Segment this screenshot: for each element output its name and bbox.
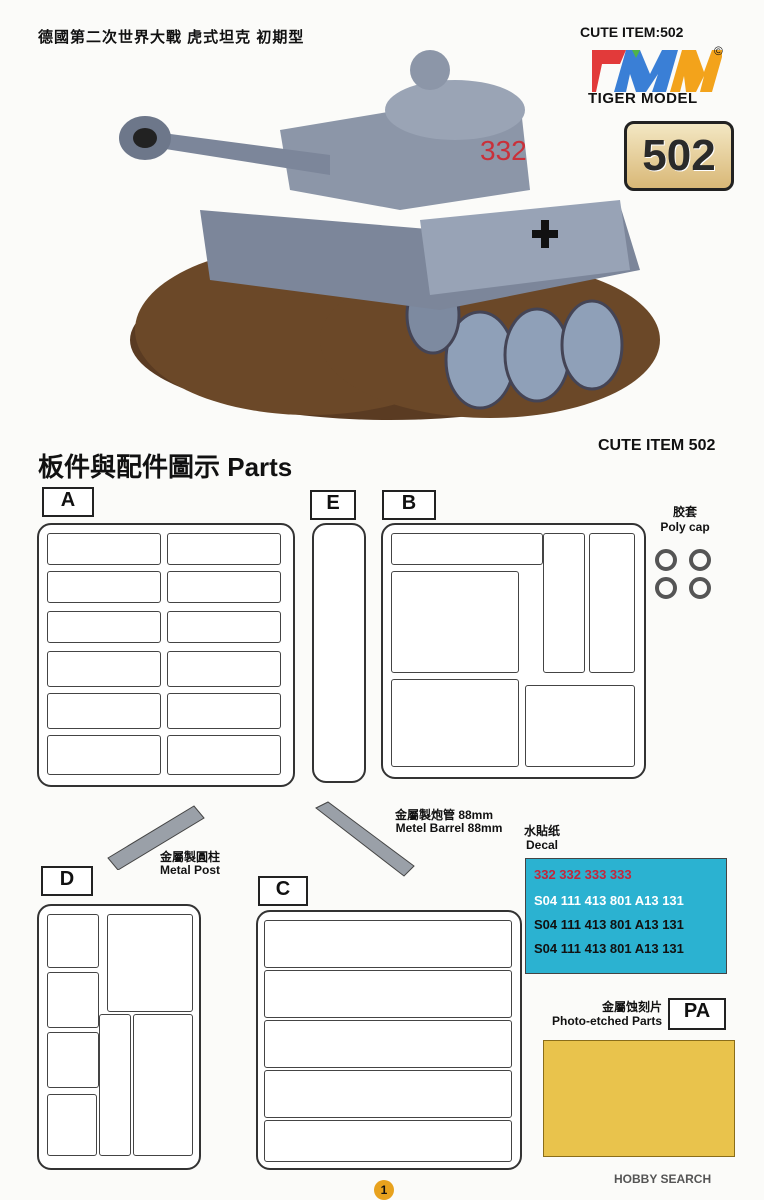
sprue-e-label: E <box>310 490 356 520</box>
sprue-d-part <box>107 914 193 1012</box>
sprue-c-wheels-row <box>264 1120 512 1162</box>
copyright-mark: © <box>714 44 723 58</box>
sprue-b <box>381 523 646 779</box>
brand-name: TIGER MODEL <box>588 90 698 107</box>
sprue-c-label: C <box>258 876 308 906</box>
sprue-c-wheels-row <box>264 1070 512 1118</box>
metal-barrel-cn: 金屬製炮管 88mm <box>394 808 494 822</box>
decal-row-2: S04 111 413 801 A13 131 <box>534 893 684 908</box>
sprue-c-wheels-row <box>264 1020 512 1068</box>
sprue-d-part <box>47 1032 99 1088</box>
metal-post-icon <box>107 805 205 870</box>
sprue-b-part <box>589 533 635 673</box>
item-badge: 502 <box>624 121 734 191</box>
photo-etched-en: Photo-etched Parts <box>551 1014 662 1028</box>
sprue-a-part <box>167 651 281 687</box>
sprue-a-part <box>167 693 281 729</box>
sprue-e <box>312 523 366 783</box>
metal-post-cn: 金屬製圓柱 <box>159 850 220 864</box>
watermark: HOBBY SEARCH <box>614 1172 712 1186</box>
sprue-d <box>37 904 201 1170</box>
sprue-b-hull-plate <box>391 571 519 673</box>
pa-label: PA <box>668 998 726 1030</box>
sprue-a-part <box>167 735 281 775</box>
sprue-a-part <box>167 533 281 565</box>
sprue-c-wheels-row <box>264 920 512 968</box>
title-chinese: 德國第二次世界大戰 虎式坦克 初期型 <box>38 29 305 46</box>
sprue-a-part <box>167 611 281 643</box>
decal-en: Decal <box>525 838 559 852</box>
cute-item-label: CUTE ITEM:502 <box>580 24 684 40</box>
sprue-d-part <box>47 914 99 968</box>
polycap-cn: 胶套 <box>672 505 697 519</box>
decal-cn: 水貼纸 <box>523 824 560 838</box>
sprue-c <box>256 910 522 1170</box>
sprue-d-part <box>99 1014 131 1156</box>
decal-row-4: S04 111 413 801 A13 131 <box>534 941 684 956</box>
metal-barrel-icon <box>315 801 415 877</box>
sprue-c-wheels-row <box>264 970 512 1018</box>
metal-post-en: Metal Post <box>159 863 220 877</box>
decal-row-3: S04 111 413 801 A13 131 <box>534 917 684 932</box>
sprue-a-label: A <box>42 487 94 517</box>
sprue-b-part <box>525 685 635 767</box>
sprue-a-part <box>47 651 161 687</box>
sprue-a-part <box>47 533 161 565</box>
sprue-d-part <box>133 1014 193 1156</box>
photo-etched-fret <box>543 1040 735 1157</box>
sprue-a-part <box>47 571 161 603</box>
photo-etched-cn: 金屬蚀刻片 <box>601 1000 662 1014</box>
sprue-b-label: B <box>382 490 436 520</box>
sprue-d-label: D <box>41 866 93 896</box>
cute-item-parts: CUTE ITEM 502 <box>598 437 716 454</box>
sprue-b-part <box>543 533 585 673</box>
tank-illustration: 332 <box>119 50 660 420</box>
sprue-d-part <box>47 1094 97 1156</box>
sprue-d-part <box>47 972 99 1028</box>
sprue-a-part <box>167 571 281 603</box>
metal-barrel-en: Metel Barrel 88mm <box>395 821 503 835</box>
decal-sheet: 332 332 333 333 S04 111 413 801 A13 131 … <box>525 858 727 974</box>
sprue-a-part <box>47 611 161 643</box>
sprue-a-part <box>47 693 161 729</box>
polycap-en: Poly cap <box>660 520 710 534</box>
page-number: 1 <box>374 1180 394 1200</box>
parts-heading: 板件與配件圖示 Parts <box>38 452 293 482</box>
decal-row-1: 332 332 333 333 <box>534 867 632 882</box>
turret-number: 332 <box>480 135 527 166</box>
polycap-rings <box>655 549 711 599</box>
sprue-b-part <box>391 533 543 565</box>
tm-logo <box>592 50 722 92</box>
sprue-a-part <box>47 735 161 775</box>
sprue-a <box>37 523 295 787</box>
sprue-b-turret <box>391 679 519 767</box>
